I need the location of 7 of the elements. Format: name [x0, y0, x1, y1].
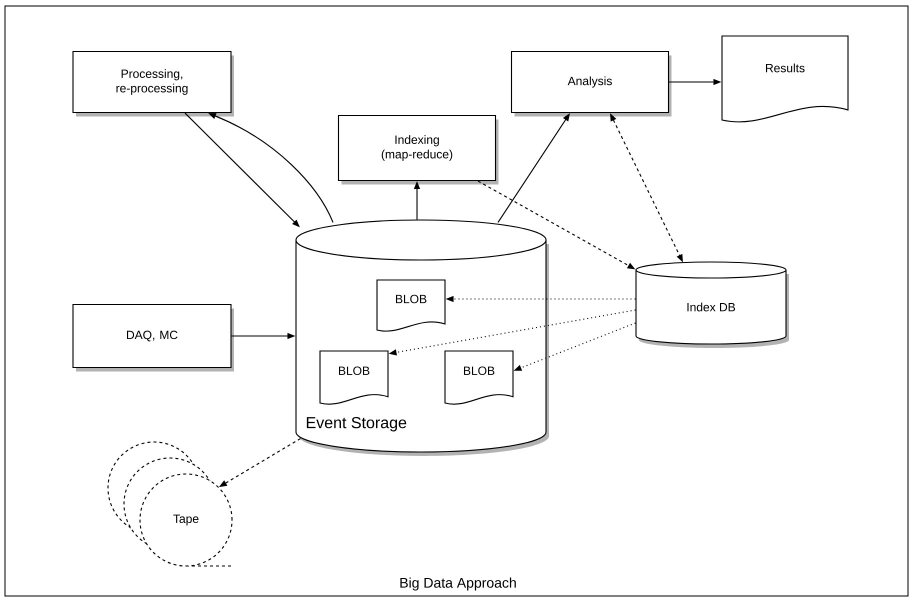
database-cylinder: Index DB	[635, 261, 789, 348]
process-box: Processing, re-processing	[72, 50, 234, 116]
process-box: Indexing (map-reduce)	[338, 114, 498, 184]
caption: Big Data Approach	[400, 577, 516, 591]
process-box: DAQ, MC	[72, 304, 234, 372]
tape-drawing: Tape	[107, 441, 233, 567]
process-box: Analysis	[510, 50, 672, 116]
